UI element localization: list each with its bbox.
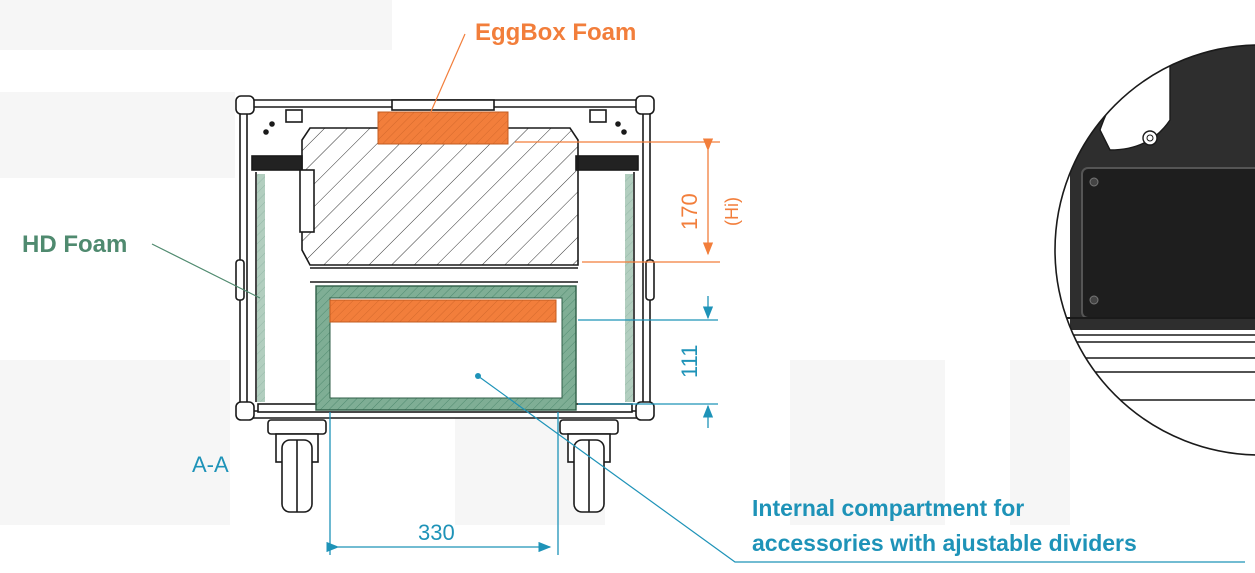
compartment-label-line2: accessories with ajustable dividers — [752, 530, 1137, 556]
castor-wheels — [267, 419, 619, 513]
eggbox-foam-label: EggBox Foam — [475, 19, 636, 46]
hd-foam-side-strips — [257, 174, 633, 402]
compartment-label-line1: Internal compartment for — [752, 495, 1024, 521]
eggbox-foam-lower — [329, 299, 557, 323]
dimension-111-value: 111 — [677, 345, 702, 378]
compartment-box — [315, 285, 577, 411]
hdfoam-leader — [151, 243, 261, 299]
eggbox-foam-block — [377, 111, 509, 145]
dimension-330 — [326, 412, 559, 555]
compartment-leader — [477, 375, 1245, 563]
dimension-170-note: (Hi) — [722, 197, 742, 226]
dimension-330-value: 330 — [418, 520, 455, 545]
detail-view — [1054, 44, 1255, 456]
eggbox-leader — [421, 33, 466, 133]
dimension-111 — [578, 296, 718, 428]
section-label: A-A — [192, 452, 229, 477]
dimension-170 — [515, 138, 720, 263]
dimension-170-value: 170 — [677, 193, 702, 230]
hd-foam-label: HD Foam — [22, 231, 127, 258]
